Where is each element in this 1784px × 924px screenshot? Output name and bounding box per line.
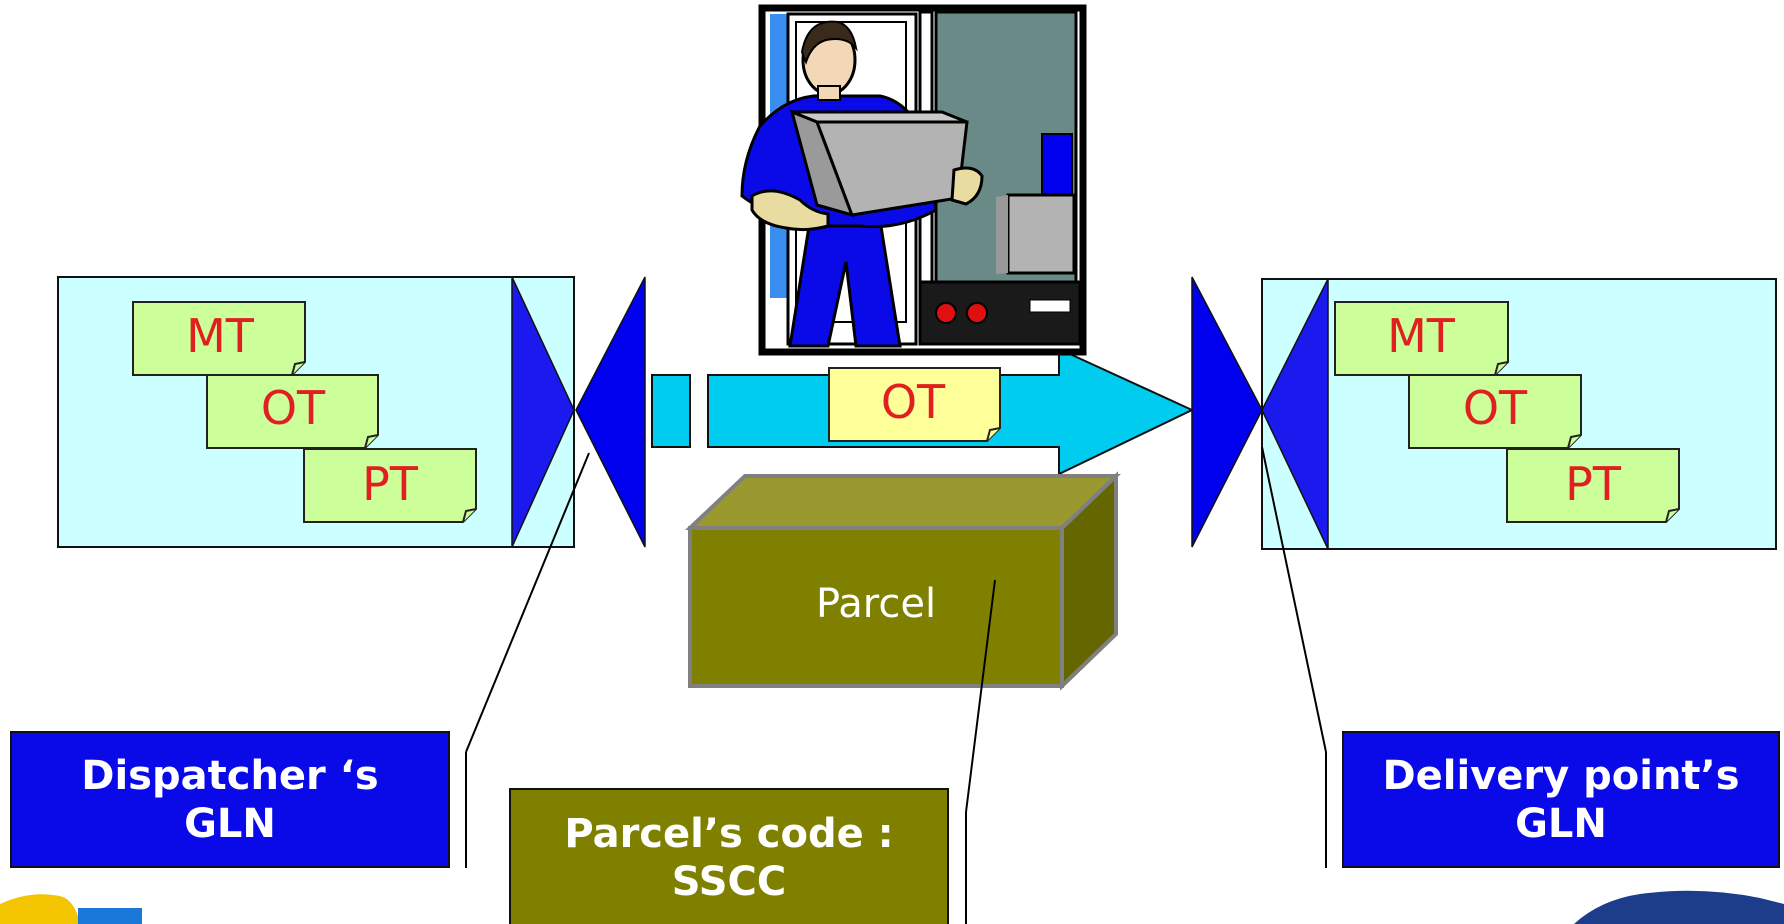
dispatcher-note-ot-label: OT (261, 381, 326, 435)
dispatcher-note-pt: PT (303, 448, 477, 523)
dispatcher-note-ot: OT (206, 374, 379, 449)
transit-note-ot: OT (828, 367, 1001, 442)
callout-lines (465, 446, 1327, 924)
dispatcher-gln-text: Dispatcher ‘s GLN (81, 752, 379, 847)
dispatcher-gln-label: Dispatcher ‘s GLN (10, 731, 450, 868)
dispatcher-funnel (575, 276, 646, 548)
right-logo (1574, 890, 1784, 924)
left-logo (0, 894, 142, 924)
delivery-note-mt: MT (1334, 301, 1509, 376)
arrow-stub-1 (651, 374, 691, 448)
delivery-gln-label: Delivery point’s GLN (1342, 731, 1780, 868)
dispatcher-note-pt-label: PT (362, 457, 419, 511)
transit-note-ot-label: OT (881, 375, 946, 429)
delivery-panel-wedge (1261, 278, 1329, 550)
dispatcher-panel-wedge (511, 276, 575, 548)
dispatcher-note-mt: MT (132, 301, 306, 376)
dispatcher-note-mt-label: MT (186, 309, 255, 363)
delivery-funnel (1191, 276, 1263, 548)
delivery-note-mt-label: MT (1387, 309, 1456, 363)
courier-illustration (740, 4, 1087, 356)
parcel-label: Parcel (816, 581, 936, 627)
parcel-code-text: Parcel’s code : SSCC (564, 811, 894, 905)
delivery-note-pt-label: PT (1565, 457, 1622, 511)
parcel-code-label: Parcel’s code : SSCC (509, 788, 949, 924)
parcel-box: Parcel (684, 471, 1121, 691)
delivery-note-pt: PT (1506, 448, 1680, 523)
delivery-note-ot-label: OT (1463, 381, 1528, 435)
delivery-gln-text: Delivery point’s GLN (1382, 752, 1740, 847)
delivery-note-ot: OT (1408, 374, 1582, 449)
